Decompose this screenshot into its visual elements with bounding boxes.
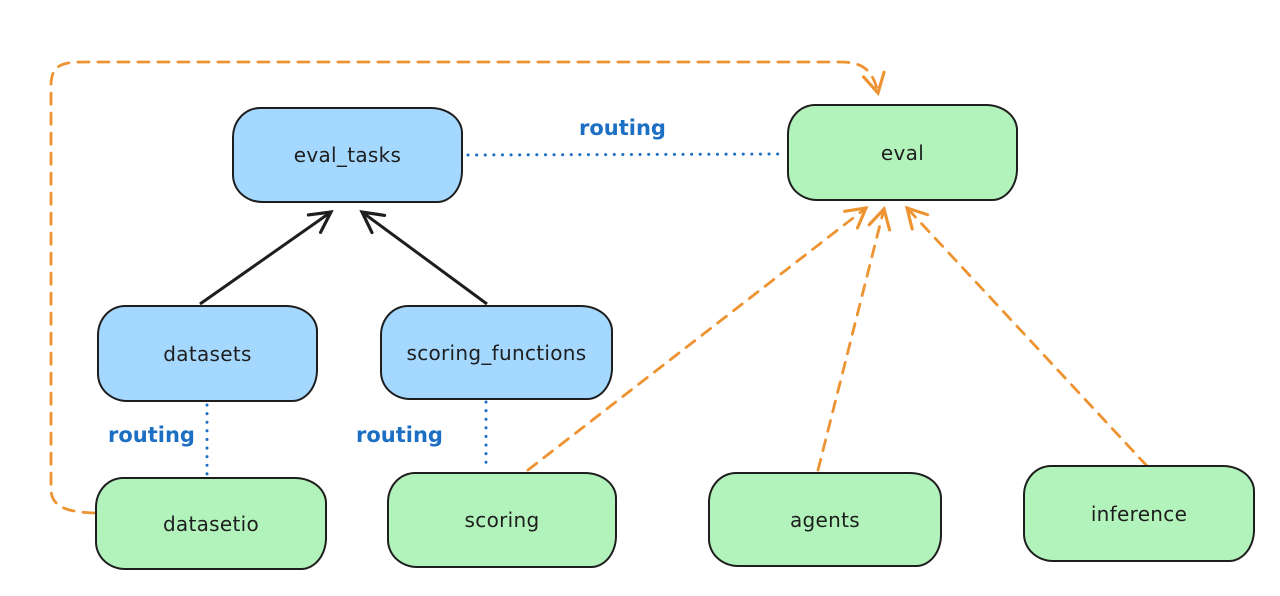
edge-label-routing-scoring_functions-scoring: routing [356,423,443,447]
node-scoring-functions-label: scoring_functions [406,340,587,365]
node-datasets: datasets [97,305,318,402]
node-scoring: scoring [387,472,617,568]
node-datasetio-label: datasetio [162,511,260,536]
edge-datasets-to-eval_tasks [199,212,331,306]
node-eval-tasks: eval_tasks [232,107,463,203]
edge-scoring-to-eval [526,208,866,472]
node-inference-label: inference [1090,501,1188,526]
node-scoring-label: scoring [464,508,540,532]
edge-datasetio-to-eval-loop [49,60,878,515]
node-agents-label: agents [790,507,860,532]
node-datasetio: datasetio [95,477,327,570]
edge-label-routing-datasets-datasetio: routing [108,423,195,447]
node-datasets-label: datasets [163,341,252,366]
edge-label-routing-eval_tasks-eval: routing [579,116,666,140]
edge-inference-to-eval [907,208,1149,468]
node-scoring-functions: scoring_functions [380,305,613,400]
edge-scoring_functions-to-eval_tasks [362,212,488,306]
edge-agents-to-eval [816,209,884,472]
node-eval-label: eval [880,140,925,165]
node-inference: inference [1023,465,1255,562]
node-agents: agents [708,472,942,567]
node-eval-tasks-label: eval_tasks [293,143,402,167]
node-eval: eval [787,104,1018,201]
edge-eval_tasks-to-eval-routing [466,152,786,157]
